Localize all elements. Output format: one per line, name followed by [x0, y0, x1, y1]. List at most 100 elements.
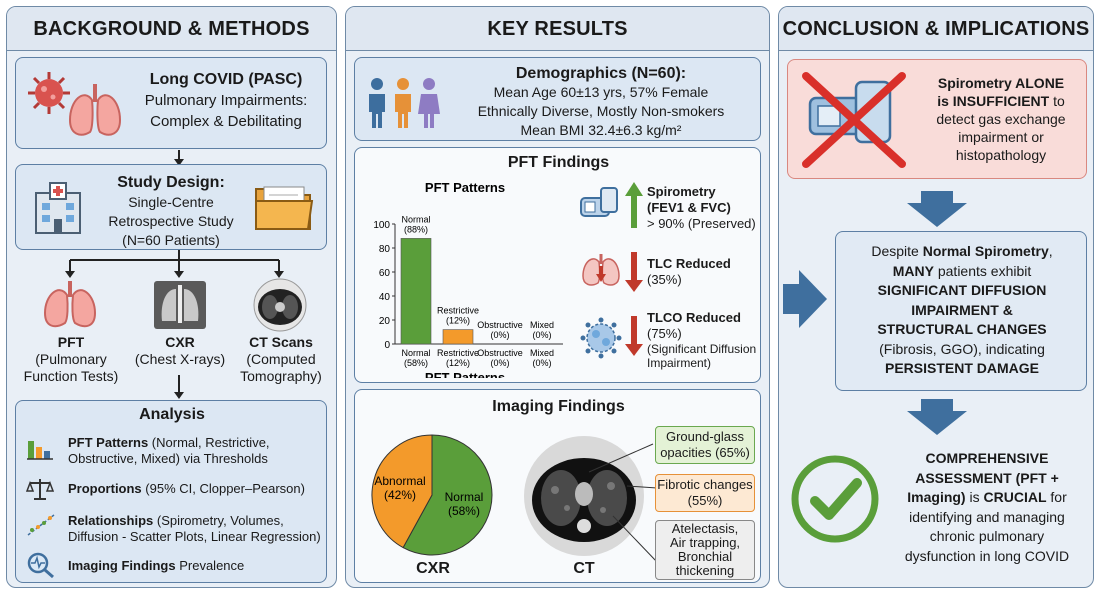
people-icon — [369, 78, 440, 128]
callout-ggo-line1: Ground-glass — [665, 429, 745, 444]
analysis-item-pft: PFT Patterns (Normal, Restrictive, Obstr… — [68, 435, 326, 467]
imaging-findings-title: Imaging Findings — [492, 398, 625, 415]
arrow-down-red-icon — [625, 316, 643, 356]
demographics-box: Demographics (N=60): Mean Age 60±13 yrs,… — [354, 57, 761, 141]
callout-ggo: Ground-glass opacities (65%) — [655, 426, 755, 464]
spirometry-result: Spirometry (FEV1 & FVC) > 90% (Preserved… — [647, 184, 762, 232]
arrow-up-icon — [625, 182, 643, 228]
x-tick-value: (58%) — [404, 358, 428, 368]
long-covid-box: Long COVID (PASC) Pulmonary Impairments:… — [15, 57, 327, 149]
branch-lines — [7, 250, 338, 280]
pie-slice-normal — [402, 434, 493, 556]
final-line3-text2: for — [1046, 489, 1067, 505]
despite-line5: STRUCTURAL CHANGES — [877, 321, 1047, 337]
spirometry-title2: (FEV1 & FVC) — [647, 200, 731, 215]
tlco-title: TLCO Reduced — [647, 310, 741, 325]
inhaler-icon — [580, 187, 618, 217]
key-results-panel: KEY RESULTS Demographics (N=60): Mean Ag… — [345, 6, 770, 588]
demographics-line2: Ethnically Diverse, Mostly Non-smokers — [477, 103, 725, 119]
ct-test-name: CT Scans — [249, 334, 313, 350]
final-line3-text1: is — [965, 489, 984, 505]
insufficient-line1: Spirometry ALONE — [937, 75, 1065, 91]
alveoli-icon — [580, 317, 622, 359]
insufficient-line3: detect gas exchange — [936, 111, 1066, 127]
insufficient-line2-bold: is INSUFFICIENT — [937, 93, 1050, 109]
bar-top-label: Mixed — [530, 320, 554, 330]
x-tick-label: Normal — [401, 348, 430, 358]
cxr-pie-chart: Normal(58%) Abnormal(42%) — [371, 434, 493, 556]
demographics-title: Demographics (N=60): — [515, 65, 687, 82]
pie-slice-abnormal — [371, 434, 433, 549]
cxr-test-line1: (Chest X-rays) — [134, 351, 226, 367]
callout-lines — [588, 443, 658, 563]
y-tick-label: 0 — [384, 340, 390, 351]
spirometry-title1: Spirometry — [647, 184, 716, 199]
tlco-note2: Impairment) — [647, 356, 712, 370]
pie-slice-value: (42%) — [384, 488, 416, 502]
tlco-note1: (Significant Diffusion — [647, 342, 757, 356]
analysis-item-relationships-text2: Diffusion - Scatter Plots, Linear Regres… — [68, 529, 321, 544]
callout-fibrotic: Fibrotic changes (55%) — [655, 474, 755, 512]
pie-slice-value: (58%) — [448, 504, 480, 518]
pie-slice-label: Normal — [445, 490, 484, 504]
study-design-line3: (N=60 Patients) — [122, 232, 220, 248]
panel-title: CONCLUSION & IMPLICATIONS — [779, 7, 1093, 51]
despite-box: Despite Normal Spirometry, MANY patients… — [835, 231, 1087, 391]
despite-line4: IMPAIRMENT & — [911, 301, 1013, 318]
block-arrow-down — [907, 399, 967, 435]
y-tick-label: 80 — [379, 244, 391, 255]
y-tick-label: 100 — [373, 220, 390, 231]
x-tick-label: Obstructive — [477, 348, 523, 358]
bar-top-value: (88%) — [404, 224, 428, 234]
pft-findings-title: PFT Findings — [507, 154, 610, 171]
pft-test-line1: (Pulmonary — [35, 351, 107, 367]
despite-line6: (Fibrosis, GGO), indicating — [879, 340, 1045, 357]
tlco-result: TLCO Reduced (75%) (Significant Diffusio… — [647, 310, 762, 370]
long-covid-line1: Pulmonary Impairments: — [144, 92, 308, 109]
despite-line1-text: Despite — [871, 243, 923, 259]
checkmark-icon — [791, 455, 879, 543]
analysis-item-pft-text1: (Normal, Restrictive, — [148, 435, 270, 450]
y-tick-label: 20 — [379, 316, 391, 327]
background-methods-panel: BACKGROUND & METHODS Long COVID (PASC) P… — [6, 6, 337, 588]
x-tick-label: Restrictive — [437, 348, 479, 358]
callout-fibrotic-line2: (55%) — [687, 493, 723, 508]
callout-other-line1: Atelectasis, — [671, 521, 739, 536]
arrow-down-red-icon — [625, 252, 643, 292]
panel-title: KEY RESULTS — [346, 7, 769, 51]
scatter-plot-icon — [27, 514, 55, 536]
tlc-result: TLC Reduced (35%) — [647, 256, 762, 288]
study-design-line2: Retrospective Study — [108, 213, 234, 229]
ct-test-label: CT Scans (Computed Tomography) — [233, 334, 329, 385]
insufficient-line2-text: to — [1049, 93, 1065, 109]
callout-other-line3: Bronchial — [677, 549, 733, 564]
hospital-icon — [35, 182, 81, 234]
spirometry-insufficient-box: Spirometry ALONE is INSUFFICIENT to dete… — [787, 59, 1087, 179]
pft-test-label: PFT (Pulmonary Function Tests) — [21, 334, 121, 385]
insufficient-line4: impairment or — [958, 129, 1044, 145]
despite-line2-text: patients exhibit — [933, 262, 1032, 279]
final-line3-bold1: Imaging) — [907, 489, 966, 505]
bar-top-label: Normal — [401, 214, 430, 224]
cxr-label: CXR — [416, 560, 450, 577]
panel-title: BACKGROUND & METHODS — [7, 7, 336, 51]
final-line6: dysfunction in long COVID — [904, 547, 1070, 564]
cxr-test-name: CXR — [165, 334, 195, 350]
analysis-item-proportions: Proportions (95% CI, Clopper–Pearson) — [68, 481, 326, 497]
ct-test-line2: Tomography) — [240, 368, 322, 384]
ct-scan-image — [524, 436, 644, 556]
x-tick-value: (0%) — [490, 358, 509, 368]
analysis-item-imaging-bold: Imaging Findings — [68, 558, 176, 573]
pft-test-name: PFT — [57, 334, 85, 350]
callout-other-line4: thickening — [675, 563, 735, 578]
callout-other: Atelectasis, Air trapping, Bronchial thi… — [655, 520, 755, 580]
final-line2: ASSESSMENT (PFT + — [915, 469, 1059, 486]
pie-slice-label: Abnormal — [374, 474, 425, 488]
pft-lungs-icon — [43, 281, 97, 328]
arrow-down — [174, 150, 184, 166]
analysis-item-proportions-text1: (95% CI, Clopper–Pearson) — [141, 481, 305, 496]
despite-line2-bold: MANY — [892, 262, 934, 279]
analysis-item-imaging-text1: Prevalence — [175, 558, 245, 573]
bar-top-label: Restrictive — [437, 306, 479, 316]
study-design-line1: Single-Centre — [128, 194, 214, 210]
